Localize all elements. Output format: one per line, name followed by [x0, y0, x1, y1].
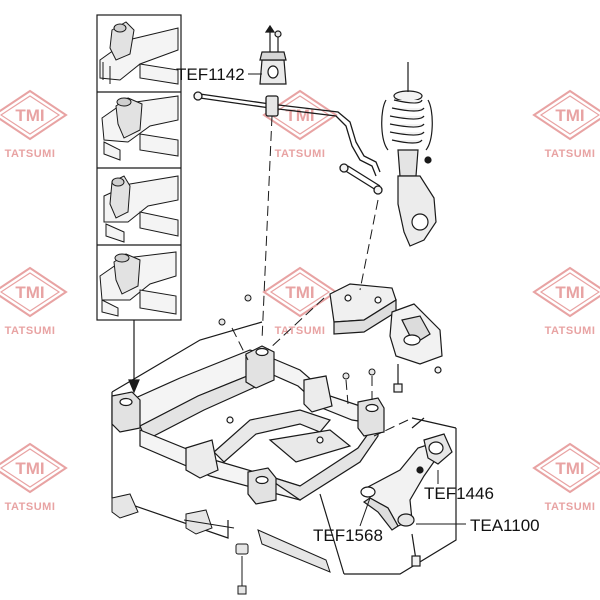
leader-lines	[231, 115, 409, 437]
tmi-logo-text: TMI	[555, 283, 584, 302]
watermark-layer: TMI TATSUMI TMI TATSUMI TMI TATSUMI TMI TATSUMI…	[0, 89, 600, 513]
engine-mount-bracket	[329, 283, 397, 335]
part-labels: TEF1142 TEF1446 TEF1568 TEA1100	[176, 65, 540, 545]
rear-mount	[389, 303, 443, 393]
frame-brackets	[111, 294, 376, 595]
tmi-logo-watermark: TMI TATSUMI	[0, 89, 68, 160]
tmi-logo-text: TMI	[15, 283, 44, 302]
tmi-logo-text: TMI	[15, 459, 44, 478]
tatsumi-brand-text: TATSUMI	[275, 148, 326, 160]
label-tef1446: TEF1446	[424, 484, 494, 503]
tmi-logo-text: TMI	[15, 106, 44, 125]
tatsumi-brand-text: TATSUMI	[545, 148, 596, 160]
stabilizer-bar	[193, 91, 383, 195]
inset-detail-1	[99, 21, 179, 85]
inset-detail-2	[101, 95, 179, 161]
tmi-logo-watermark: TMI TATSUMI	[0, 266, 68, 337]
stabilizer-bushing-part	[259, 24, 287, 85]
tatsumi-brand-text: TATSUMI	[545, 325, 596, 337]
tmi-logo-text: TMI	[555, 459, 584, 478]
tmi-logo-watermark: TMI TATSUMI	[532, 266, 600, 337]
label-tef1142: TEF1142	[176, 65, 245, 84]
tmi-logo-watermark: TMI TATSUMI	[262, 266, 338, 337]
tatsumi-brand-text: TATSUMI	[5, 325, 56, 337]
tmi-logo-watermark: TMI TATSUMI	[0, 442, 68, 513]
main-frame-outline	[111, 321, 263, 539]
tmi-logo-watermark: TMI TATSUMI	[532, 89, 600, 160]
inset-arrow-head	[128, 379, 140, 394]
inset-detail-3	[103, 175, 179, 243]
tmi-logo-text: TMI	[285, 283, 314, 302]
tmi-logo-watermark: TMI TATSUMI	[532, 442, 600, 513]
tmi-logo-text: TMI	[555, 106, 584, 125]
subframe-crossmember	[111, 345, 385, 505]
label-tef1568: TEF1568	[313, 526, 383, 545]
tatsumi-brand-text: TATSUMI	[545, 501, 596, 513]
lower-control-arm	[360, 417, 453, 567]
strut-assembly	[381, 62, 437, 247]
tatsumi-brand-text: TATSUMI	[5, 501, 56, 513]
control-arm-frame	[319, 417, 457, 575]
inset-panels	[96, 14, 182, 394]
inset-detail-4	[99, 251, 177, 317]
tatsumi-brand-text: TATSUMI	[275, 325, 326, 337]
tatsumi-brand-text: TATSUMI	[5, 148, 56, 160]
label-tea1100: TEA1100	[470, 516, 540, 535]
